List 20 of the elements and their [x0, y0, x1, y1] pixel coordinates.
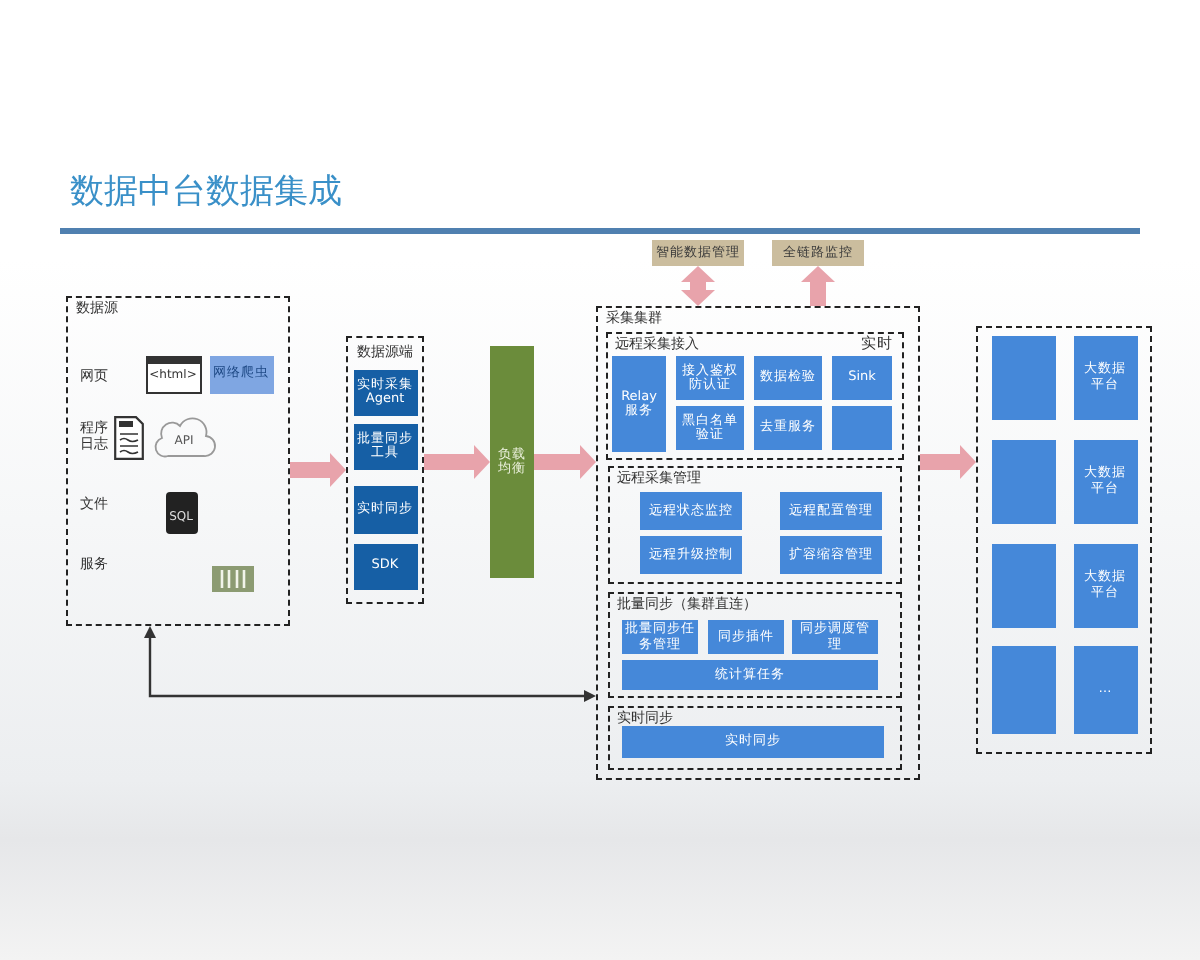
dashed-panel	[607, 465, 901, 583]
arrow	[144, 626, 596, 702]
dashed-panel	[607, 591, 901, 697]
block-arrow	[681, 266, 715, 306]
dashed-panel	[596, 306, 920, 780]
empty-box	[832, 406, 892, 450]
block-arrow	[290, 453, 346, 487]
dashed-panel	[346, 336, 424, 604]
dashed-panel	[976, 326, 1152, 754]
block-arrow	[424, 445, 490, 479]
page-title: 数据中台数据集成	[70, 172, 342, 213]
empty-box	[991, 335, 1055, 419]
empty-box	[991, 439, 1055, 523]
dashed-panel	[605, 331, 903, 459]
block-arrow	[920, 445, 976, 479]
dashed-panel	[607, 705, 901, 769]
block-arrow	[534, 445, 596, 479]
empty-box	[991, 645, 1055, 733]
block-arrow	[801, 266, 835, 306]
empty-box	[991, 543, 1055, 627]
